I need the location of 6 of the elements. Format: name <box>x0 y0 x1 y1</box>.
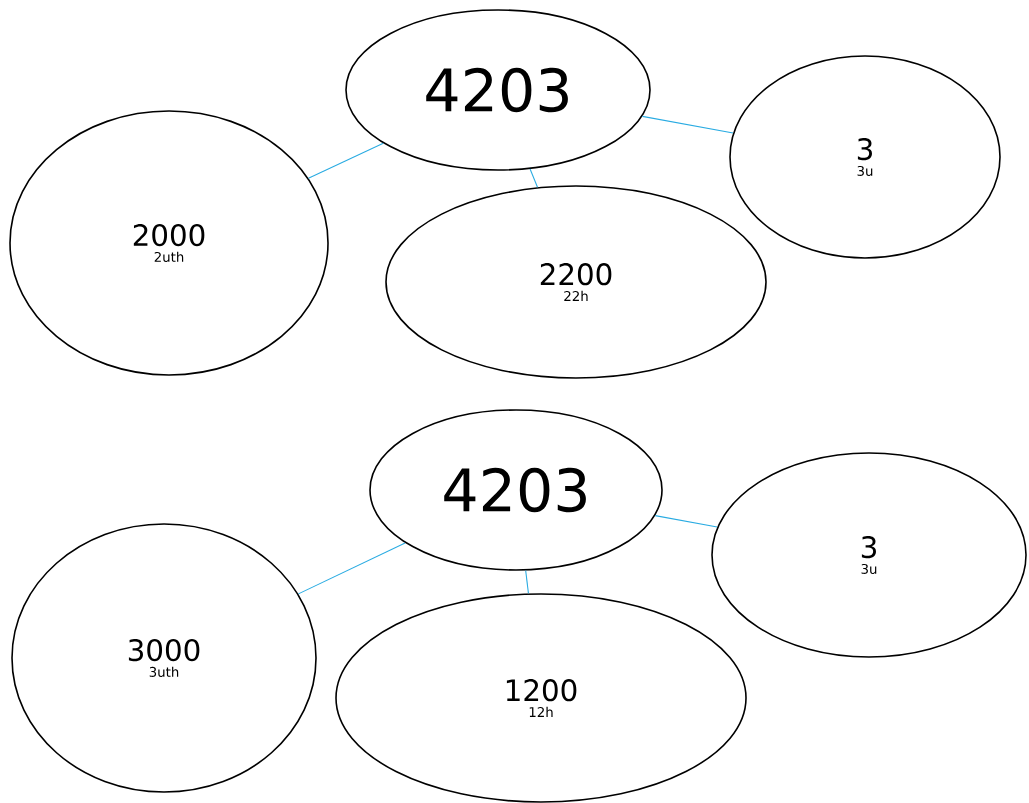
connector-line <box>641 115 734 134</box>
connector-line <box>307 142 384 179</box>
connector-line <box>654 515 718 528</box>
connector-line <box>529 168 539 188</box>
connector-line <box>525 570 529 594</box>
connector-line <box>297 542 406 595</box>
